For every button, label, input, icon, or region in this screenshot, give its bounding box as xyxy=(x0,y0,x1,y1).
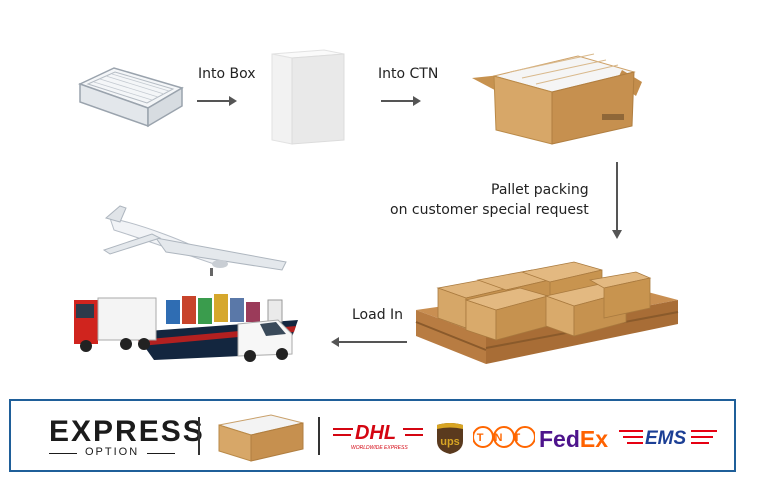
ups-logo-text: ups xyxy=(440,436,460,448)
ems-logo-text: EMS xyxy=(645,428,687,449)
express-subtitle: OPTION xyxy=(85,446,140,458)
transport-image xyxy=(70,204,302,364)
arrow-left-icon xyxy=(329,333,409,352)
arrow-down-icon xyxy=(611,162,623,246)
into-ctn-label: Into CTN xyxy=(378,66,439,82)
load-in-label: Load In xyxy=(352,307,404,323)
open-carton-image xyxy=(466,52,646,148)
arrow-right-icon xyxy=(381,92,423,111)
ups-logo: ups xyxy=(435,421,465,455)
product-tray-image xyxy=(74,62,186,132)
carton-icon xyxy=(215,411,307,463)
express-title: EXPRESS xyxy=(49,415,205,448)
express-subtitle-row: OPTION xyxy=(49,446,175,461)
dhl-logo: DHL WORLDWIDE EXPRESS xyxy=(333,419,423,455)
white-box-image xyxy=(268,48,348,145)
pallet-request-label: on customer special request xyxy=(390,202,589,218)
separator xyxy=(318,417,320,455)
arrow-right-icon xyxy=(197,92,239,111)
express-option-panel: EXPRESS OPTION DHL WORLDWIDE EXPRESS ups xyxy=(9,399,736,472)
divider xyxy=(49,453,77,454)
pallet-packing-label: Pallet packing xyxy=(491,182,589,198)
pallet-cartons-image xyxy=(414,258,682,372)
fedex-logo-text: FedEx xyxy=(539,426,608,452)
fedex-logo: FedEx xyxy=(539,425,617,453)
divider xyxy=(147,453,175,454)
dhl-logo-subtext: WORLDWIDE EXPRESS xyxy=(351,445,408,451)
dhl-logo-text: DHL xyxy=(355,422,396,444)
ems-logo: EMS xyxy=(617,425,721,451)
separator xyxy=(198,417,200,455)
into-box-label: Into Box xyxy=(198,66,256,82)
tnt-logo-text: TNT xyxy=(477,432,531,444)
tnt-logo: TNT xyxy=(472,425,536,449)
